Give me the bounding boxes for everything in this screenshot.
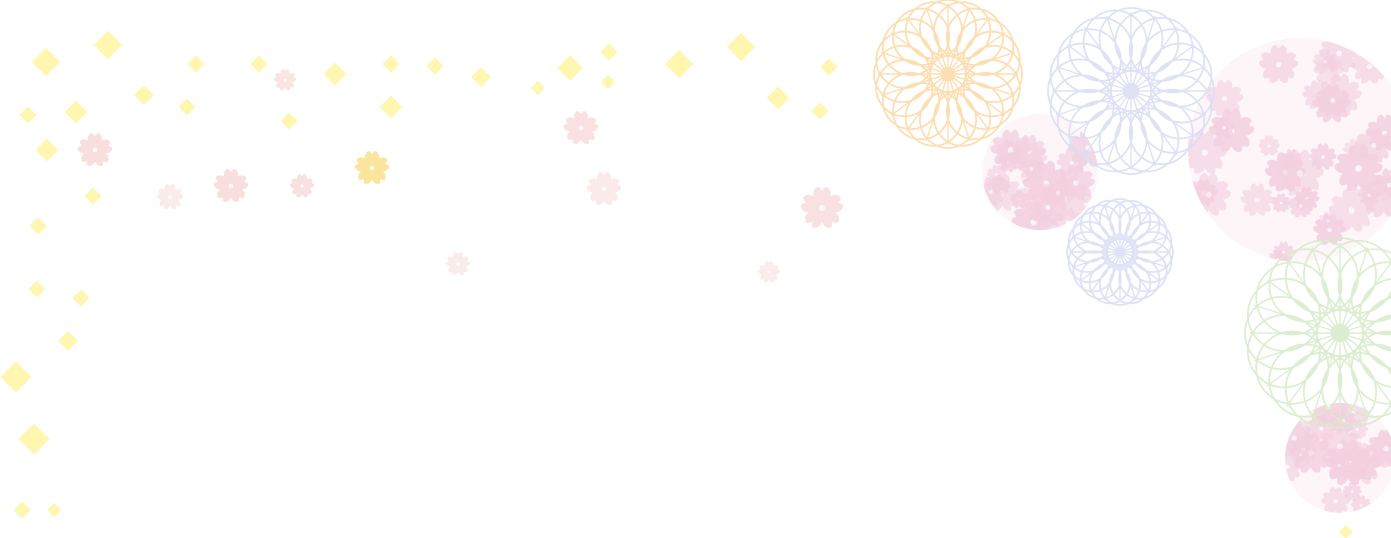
diamond-confetti-icon: [471, 67, 491, 87]
sakura-blossom-icon: [213, 169, 249, 203]
sakura-blossom-group: [77, 69, 844, 283]
sakura-blossom-icon: [1342, 482, 1362, 501]
sakura-blossom-icon: [586, 172, 622, 206]
sakura-petal-cluster-group: [982, 38, 1391, 513]
diamond-confetti-icon: [28, 280, 46, 298]
diamond-confetti-icon: [323, 62, 347, 86]
diamond-confetti-icon: [178, 98, 196, 116]
diamond-confetti-group: [0, 30, 1354, 538]
diamond-confetti-icon: [19, 106, 37, 124]
sakura-blossom-icon: [1321, 486, 1351, 513]
sakura-blossom-icon: [1018, 155, 1045, 182]
diamond-confetti-icon: [187, 55, 205, 73]
sakura-petal-cluster-icon: [982, 114, 1098, 230]
diamond-confetti-icon: [820, 58, 838, 76]
sakura-blossom-icon: [1334, 144, 1383, 191]
diamond-confetti-icon: [64, 100, 88, 124]
diamond-confetti-icon: [13, 501, 31, 519]
sakura-blossom-icon: [273, 69, 297, 91]
sakura-blossom-icon: [354, 151, 390, 185]
diamond-confetti-icon: [35, 138, 59, 162]
diamond-confetti-icon: [382, 55, 400, 73]
sakura-blossom-icon: [1212, 116, 1236, 139]
sakura-blossom-icon: [990, 129, 1031, 169]
diamond-confetti-icon: [84, 187, 102, 205]
diamond-confetti-icon: [1338, 524, 1354, 538]
diamond-confetti-icon: [93, 30, 123, 60]
sakura-blossom-icon: [1316, 84, 1349, 116]
diamond-confetti-icon: [31, 47, 61, 77]
chrysanthemum-medallion-icon: [873, 0, 1023, 149]
sakura-blossom-icon: [1258, 135, 1280, 156]
sakura-blossom-icon: [563, 111, 599, 145]
sakura-blossom-icon: [1326, 452, 1352, 478]
chrysanthemum-medallion-icon: [1244, 237, 1391, 429]
sakura-blossom-icon: [156, 184, 184, 210]
diamond-confetti-icon: [664, 49, 694, 79]
diamond-confetti-icon: [134, 85, 154, 105]
diamond-confetti-icon: [600, 43, 618, 61]
diamond-confetti-icon: [726, 32, 756, 62]
sakura-blossom-icon: [1292, 446, 1309, 463]
sakura-blossom-icon: [1206, 79, 1244, 116]
sakura-blossom-icon: [1271, 193, 1291, 213]
diamond-confetti-icon: [811, 102, 829, 120]
diamond-confetti-icon: [29, 217, 47, 235]
diamond-confetti-icon: [280, 112, 298, 130]
chrysanthemum-medallion-group: [873, 0, 1391, 429]
chrysanthemum-medallion-icon: [1047, 7, 1215, 175]
diamond-confetti-icon: [557, 55, 583, 81]
sakura-petal-cluster-icon: [1188, 38, 1391, 262]
diamond-confetti-icon: [0, 361, 32, 393]
diamond-confetti-icon: [58, 331, 78, 351]
sakura-blossom-icon: [757, 261, 781, 283]
sakura-blossom-icon: [800, 187, 844, 228]
sakura-petal-cluster-icon: [1285, 403, 1391, 513]
diamond-confetti-icon: [766, 86, 790, 110]
diamond-confetti-icon: [250, 55, 268, 73]
sakura-blossom-icon: [1358, 184, 1380, 206]
diamond-confetti-icon: [46, 502, 62, 518]
sakura-blossom-icon: [1312, 49, 1338, 74]
sakura-blossom-icon: [1288, 193, 1313, 218]
diamond-confetti-icon: [530, 80, 546, 96]
sakura-blossom-icon: [1240, 183, 1275, 216]
sakura-blossom-icon: [1318, 211, 1338, 230]
diamond-confetti-icon: [72, 289, 90, 307]
sakura-blossom-icon: [1028, 188, 1067, 226]
sakura-blossom-icon: [1259, 45, 1299, 83]
diamond-confetti-icon: [18, 423, 50, 455]
sakura-blossom-icon: [77, 133, 113, 167]
sakura-blossom-icon: [445, 252, 471, 276]
diamond-confetti-icon: [426, 57, 444, 75]
sakura-blossom-icon: [289, 174, 315, 198]
sakura-blossom-icon: [1275, 149, 1324, 196]
chrysanthemum-medallion-icon: [1066, 198, 1174, 306]
diamond-confetti-icon: [379, 95, 403, 119]
diamond-confetti-icon: [600, 74, 616, 90]
